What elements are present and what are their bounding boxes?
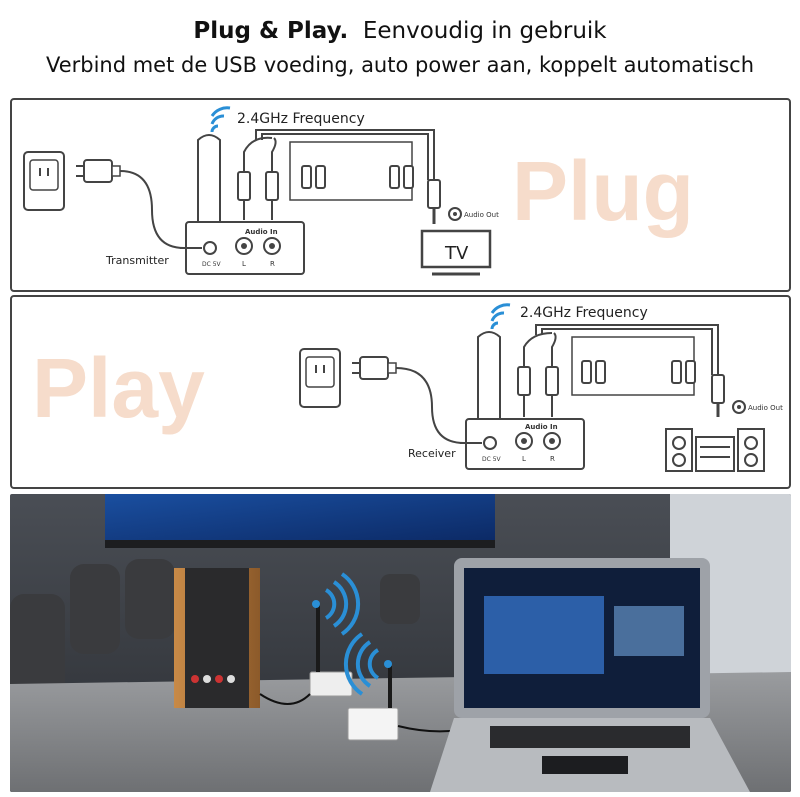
headline: Plug & Play. Eenvoudig in gebruik bbox=[0, 18, 800, 44]
wall-outlet-icon bbox=[23, 151, 65, 211]
receiver-label: Receiver bbox=[408, 447, 456, 460]
headline-rest: Eenvoudig in gebruik bbox=[362, 18, 607, 44]
office-chairs bbox=[10, 559, 420, 704]
usb-adapter-icon bbox=[352, 356, 397, 380]
rca-cable-pair bbox=[581, 360, 696, 384]
product-photo bbox=[10, 494, 791, 792]
transmitter-box bbox=[185, 221, 305, 275]
rca-plug-pair bbox=[517, 332, 559, 417]
transmitter-label: Transmitter bbox=[105, 254, 169, 267]
audio-in-label: Audio In bbox=[245, 228, 278, 236]
header: Plug & Play. Eenvoudig in gebruik Verbin… bbox=[0, 0, 800, 92]
wifi-icon bbox=[210, 106, 231, 133]
play-watermark: Play bbox=[32, 341, 205, 435]
usb-adapter-icon bbox=[76, 159, 121, 183]
dc-label: DC 5V bbox=[482, 456, 502, 463]
antenna bbox=[477, 331, 501, 423]
rca-cable-pair bbox=[301, 165, 414, 189]
play-panel: Play 2.4GHz Frequency bbox=[10, 295, 791, 489]
stereo-system-icon bbox=[665, 428, 765, 472]
wifi-icon bbox=[343, 632, 392, 696]
transmitter-diagram: Plug 2.4GHz Frequency bbox=[23, 106, 694, 276]
laptop bbox=[430, 558, 750, 792]
left-label: L bbox=[522, 455, 526, 463]
subheadline: Verbind met de USB voeding, auto power a… bbox=[45, 53, 755, 77]
frequency-label: 2.4GHz Frequency bbox=[520, 305, 648, 321]
wifi-icon bbox=[312, 572, 361, 636]
antenna bbox=[197, 134, 221, 226]
wifi-icon bbox=[490, 303, 511, 330]
audio-out-label: Audio Out bbox=[464, 211, 499, 219]
frequency-label: 2.4GHz Frequency bbox=[237, 111, 365, 127]
tv-icon bbox=[420, 229, 492, 276]
bookshelf-speaker bbox=[174, 568, 260, 708]
tv-label: TV bbox=[444, 243, 469, 264]
aux-jack bbox=[711, 374, 725, 417]
plug-panel: Plug 2.4GHz Frequency bbox=[10, 98, 791, 292]
transmitter-device-photo bbox=[347, 666, 399, 741]
aux-jack bbox=[427, 179, 441, 224]
receiver-diagram: Play 2.4GHz Frequency bbox=[32, 303, 783, 472]
audio-out-label: Audio Out bbox=[748, 404, 783, 412]
right-label: R bbox=[270, 260, 275, 268]
right-label: R bbox=[550, 455, 555, 463]
receiver-device-photo bbox=[309, 604, 353, 697]
wall-outlet-icon bbox=[299, 348, 341, 408]
dc-label: DC 5V bbox=[202, 261, 222, 268]
audio-in-label: Audio In bbox=[525, 423, 558, 431]
left-label: L bbox=[242, 260, 246, 268]
rca-plug-pair bbox=[237, 136, 279, 220]
headline-bold: Plug & Play. bbox=[193, 18, 349, 44]
projection-screen bbox=[105, 494, 495, 540]
plug-watermark: Plug bbox=[512, 144, 694, 238]
product-scene bbox=[10, 494, 791, 792]
